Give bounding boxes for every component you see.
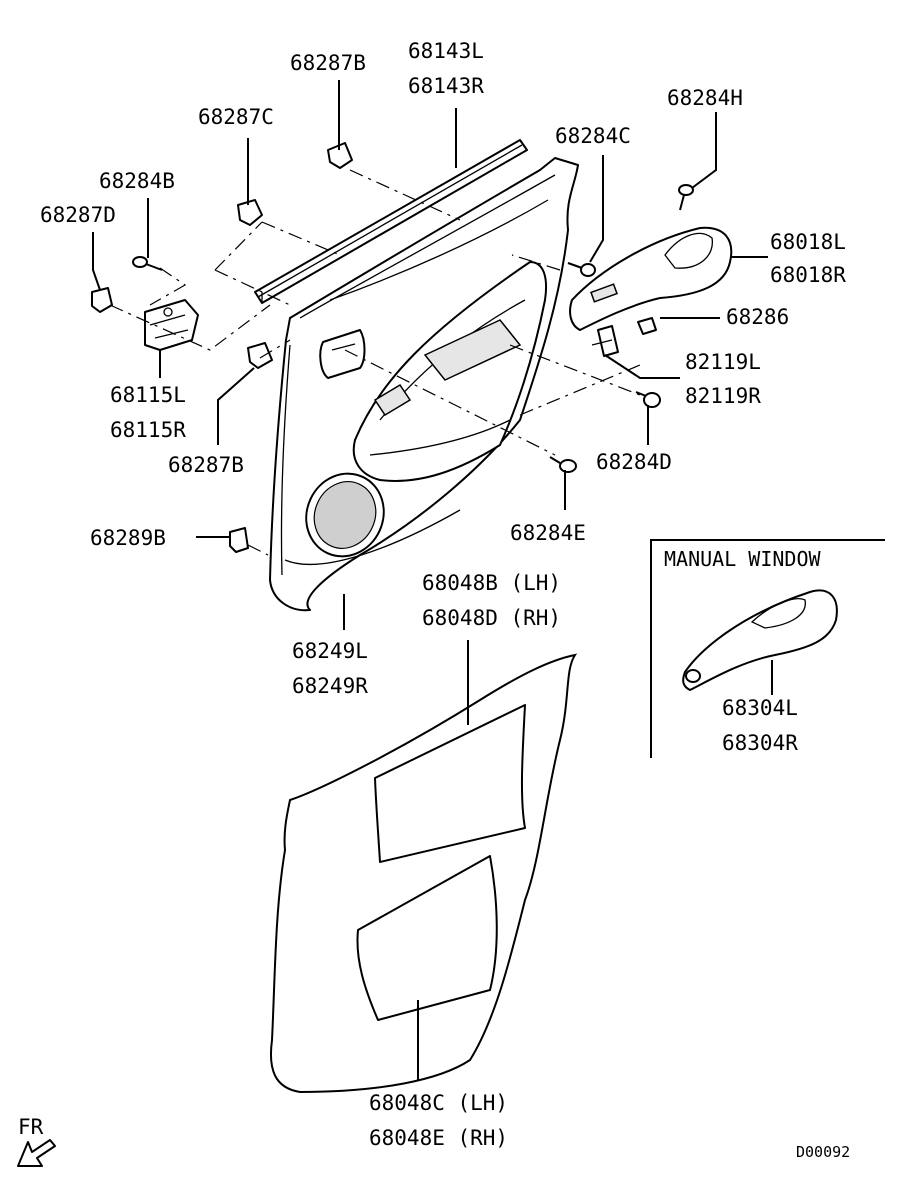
callout-68286: 68286	[726, 305, 789, 329]
callout-68284D: 68284D	[596, 450, 672, 474]
diagram-code: D00092	[796, 1143, 850, 1161]
callout-68018R: 68018R	[770, 263, 846, 287]
callout-68304L: 68304L	[722, 696, 798, 720]
callout-68143L: 68143L	[408, 39, 484, 63]
callout-68048B: 68048B (LH)	[422, 571, 561, 595]
callout-68287D: 68287D	[40, 203, 116, 227]
assembly-lines	[109, 169, 641, 556]
screw-68284B-part	[132, 256, 163, 271]
manual-window-inset	[650, 539, 885, 758]
screw-68284H-part	[678, 184, 694, 211]
callout-68048E: 68048E (RH)	[369, 1126, 508, 1150]
clip-68287B-top-part	[327, 142, 353, 169]
belt-moulding-part	[254, 139, 528, 304]
screw-68284E-part	[549, 456, 577, 473]
callout-68284C: 68284C	[555, 124, 631, 148]
callout-68304R: 68304R	[722, 731, 798, 755]
front-label: FR	[18, 1115, 44, 1139]
callout-68287B-top: 68287B	[290, 51, 366, 75]
callout-68287C: 68287C	[198, 105, 274, 129]
clip-68287D-part	[91, 287, 113, 313]
clip-68289B-part	[229, 527, 249, 553]
callout-68287B-low: 68287B	[168, 453, 244, 477]
front-arrow-icon	[17, 1139, 56, 1167]
callout-68143R: 68143R	[408, 74, 484, 98]
callout-82119L: 82119L	[685, 350, 761, 374]
callout-82119R: 82119R	[685, 384, 761, 408]
screw-68284D-part	[635, 391, 661, 408]
callout-68115R: 68115R	[110, 418, 186, 442]
callout-68249R: 68249R	[292, 674, 368, 698]
clip-68287C-part	[237, 199, 263, 226]
callout-68289B: 68289B	[90, 526, 166, 550]
leader-lines	[92, 80, 768, 1080]
callout-68018L: 68018L	[770, 230, 846, 254]
callout-68284B: 68284B	[99, 169, 175, 193]
insulation-sheet-part	[270, 653, 578, 1094]
inside-handle-part	[144, 299, 199, 351]
nut-68286-part	[637, 317, 657, 335]
callout-68284H: 68284H	[667, 86, 743, 110]
door-trim-board-part	[269, 157, 579, 612]
clip-68287B-low-part	[247, 342, 273, 369]
inset-title: MANUAL WINDOW	[664, 547, 821, 571]
switch-82119-part	[591, 325, 619, 357]
screw-68284C-part	[567, 262, 596, 277]
callout-68115L: 68115L	[110, 383, 186, 407]
callout-68249L: 68249L	[292, 639, 368, 663]
callout-68284E: 68284E	[510, 521, 586, 545]
callout-68048C: 68048C (LH)	[369, 1091, 508, 1115]
callout-68048D: 68048D (RH)	[422, 606, 561, 630]
pull-handle-part	[569, 226, 733, 331]
